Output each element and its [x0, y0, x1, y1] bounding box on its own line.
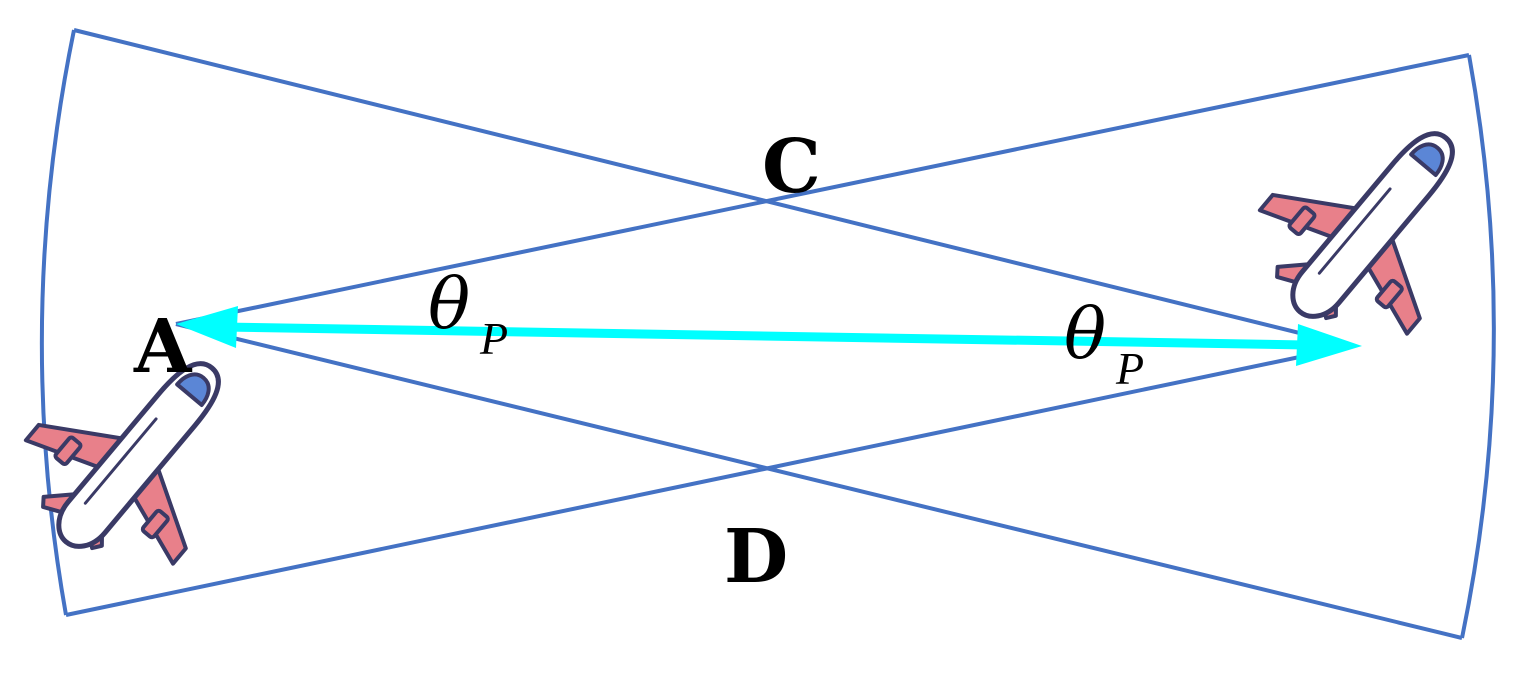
- left-beam-lower-edge: [175, 322, 1463, 640]
- right-beam-upper-edge: [175, 53, 1470, 326]
- angle-label-left: θ P: [428, 263, 508, 364]
- angle-subscript: P: [479, 313, 508, 364]
- link-arrow: [176, 306, 1362, 366]
- label-c: C: [762, 124, 821, 210]
- left-coverage-arc: [39, 29, 76, 616]
- right-coverage-arc: [1460, 54, 1496, 639]
- angle-subscript: P: [1115, 343, 1144, 394]
- angle-symbol: θ: [428, 263, 470, 345]
- angle-label-right: θ P: [1064, 293, 1144, 394]
- airplane-icon: [1226, 76, 1519, 373]
- right-beam-lower-edge: [65, 344, 1353, 617]
- label-a: A: [133, 304, 193, 390]
- left-beam-upper-edge: [73, 28, 1353, 348]
- label-d: D: [724, 514, 788, 600]
- angle-symbol: θ: [1064, 293, 1106, 375]
